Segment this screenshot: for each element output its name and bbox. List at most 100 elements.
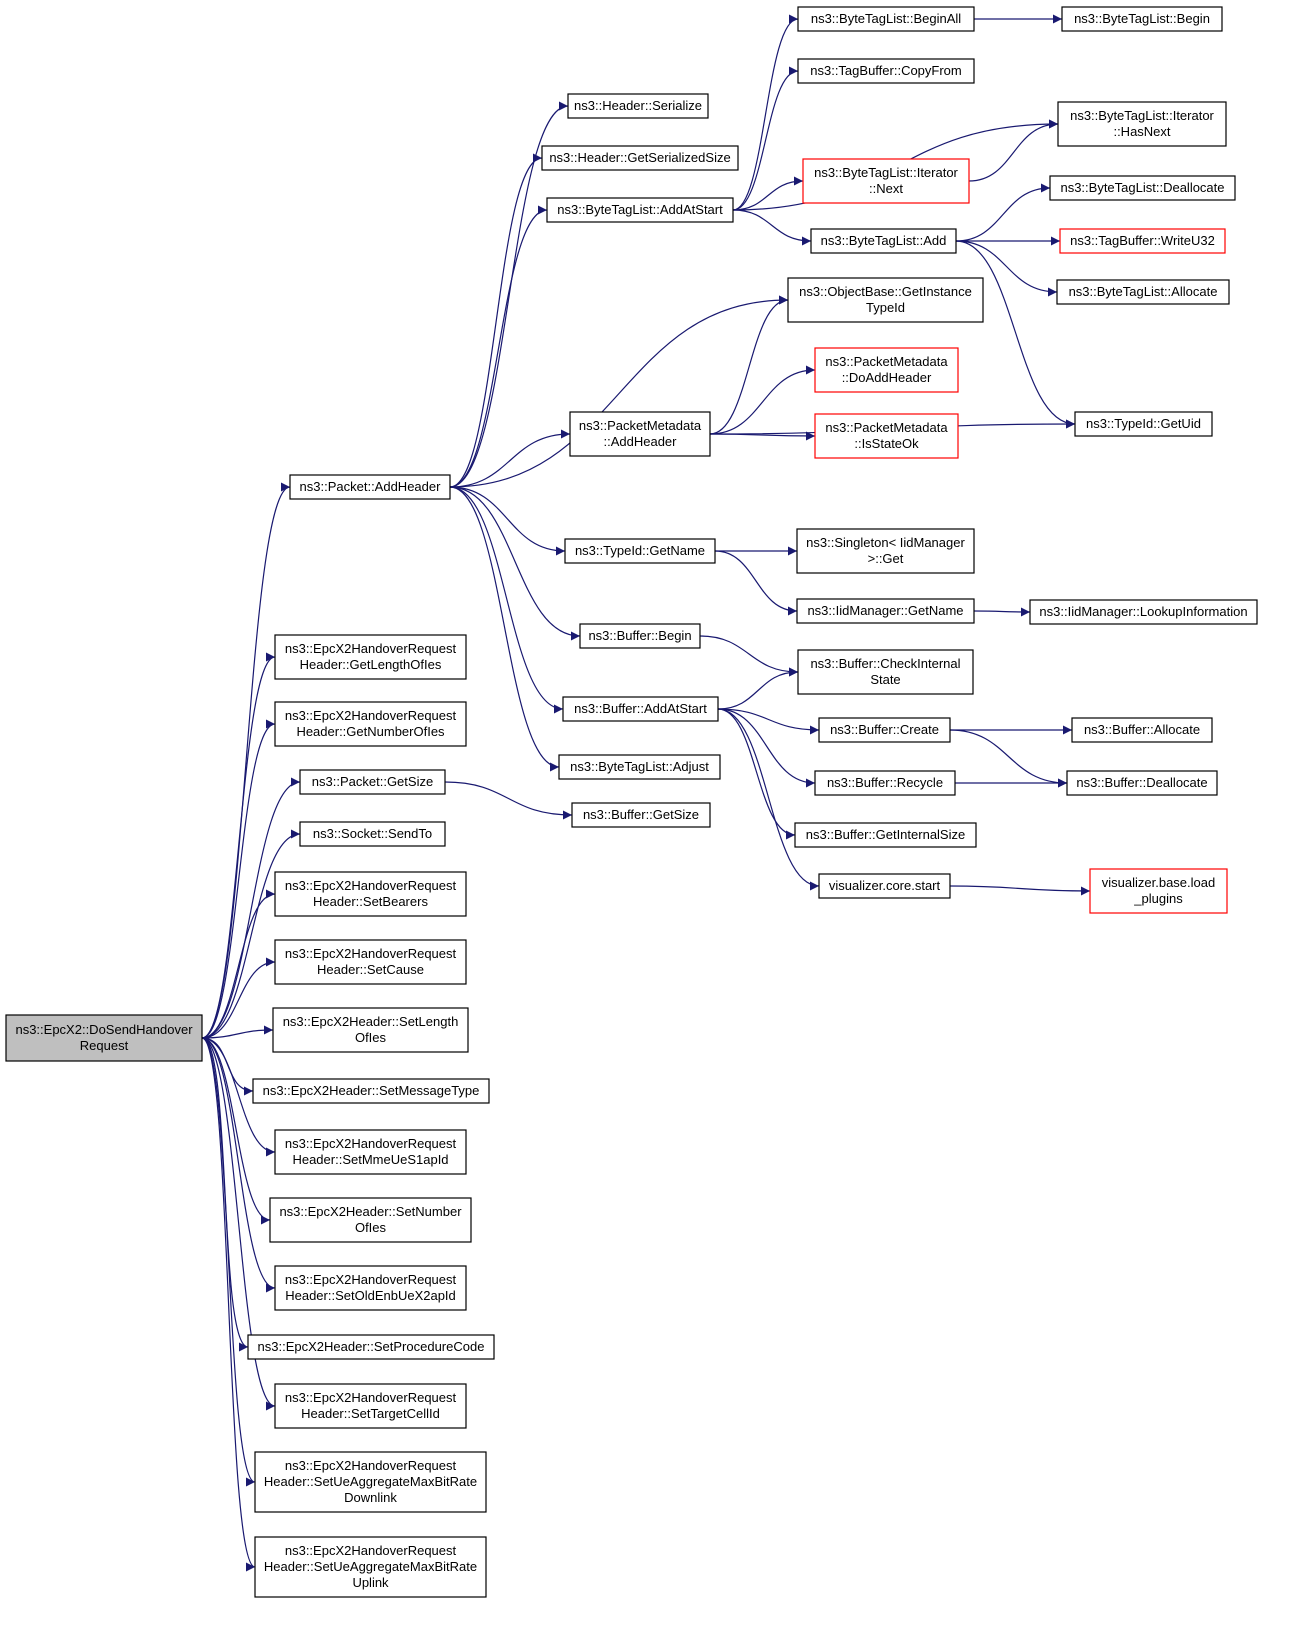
node-label: ns3::ObjectBase::GetInstance [799,284,972,299]
edge-btl_addatstart-to-btl_add [732,209,812,246]
edge-root-to-setlength [201,1025,274,1039]
node-buffer_getintsize[interactable]: ns3::Buffer::GetInternalSize [794,822,977,848]
node-iid_getname[interactable]: ns3::IidManager::GetName [796,598,975,624]
node-label: Header::GetLengthOfIes [300,657,442,672]
node-typeid_getuid[interactable]: ns3::TypeId::GetUid [1074,411,1213,437]
node-box [254,1536,487,1598]
node-header_serialize[interactable]: ns3::Header::Serialize [567,93,709,119]
node-label: Downlink [344,1490,397,1505]
node-btl_alloc[interactable]: ns3::ByteTagList::Allocate [1056,279,1230,305]
edge-btl_it_next-to-btl_it_hasnext [968,119,1059,182]
edge-root-to-gl_ofies [201,652,276,1039]
node-singleton_get[interactable]: ns3::Singleton< IidManager>::Get [796,528,975,574]
node-vis_start[interactable]: visualizer.core.start [818,873,951,899]
node-label: visualizer.core.start [829,878,941,893]
node-label: ns3::ByteTagList::Begin [1074,11,1210,26]
node-setmme[interactable]: ns3::EpcX2HandoverRequestHeader::SetMmeU… [274,1129,467,1175]
edge-root-to-setue_ul [201,1037,256,1572]
node-buffer_deallocate[interactable]: ns3::Buffer::Deallocate [1066,770,1218,796]
node-btl_it_next[interactable]: ns3::ByteTagList::Iterator::Next [802,158,970,204]
node-box [571,802,711,828]
node-pm_doaddheader[interactable]: ns3::PacketMetadata::DoAddHeader [814,347,959,393]
node-label: ns3::ByteTagList::Iterator [1070,108,1214,123]
node-setue_dl[interactable]: ns3::EpcX2HandoverRequestHeader::SetUeAg… [254,1451,487,1513]
node-typeid_getname[interactable]: ns3::TypeId::GetName [564,538,716,564]
edge-buffer_addatstart-to-buffer_recycle [717,708,816,788]
node-setcause[interactable]: ns3::EpcX2HandoverRequestHeader::SetCaus… [274,939,467,985]
node-btl_add[interactable]: ns3::ByteTagList::Add [810,228,957,254]
node-box [797,649,974,695]
node-box [1066,770,1218,796]
node-box [797,6,975,32]
node-label: OfIes [355,1030,387,1045]
edge-buffer_create-to-buffer_deallocate [949,729,1068,788]
node-label: ns3::EpcX2Header::SetNumber [279,1204,462,1219]
node-buffer_create[interactable]: ns3::Buffer::Create [818,717,951,743]
node-label: ns3::EpcX2HandoverRequest [285,1136,457,1151]
edges-layer [201,14,1091,1572]
node-box [247,1334,495,1360]
node-tb_writeu32[interactable]: ns3::TagBuffer::WriteU32 [1059,228,1226,254]
node-buffer_recycle[interactable]: ns3::Buffer::Recycle [814,770,956,796]
node-setbearers[interactable]: ns3::EpcX2HandoverRequestHeader::SetBear… [274,871,467,917]
node-box [274,1383,467,1429]
edge-root-to-gn_ofies [201,719,276,1039]
edge-root-to-socket_sendto [201,829,301,1039]
edge-packet_getsize-to-buffer_getsize [444,781,573,820]
node-setoldenb[interactable]: ns3::EpcX2HandoverRequestHeader::SetOldE… [274,1265,467,1311]
node-label: ns3::PacketMetadata [825,354,948,369]
edge-buffer_addatstart-to-buffer_getintsize [717,708,796,840]
node-btl_adjust[interactable]: ns3::ByteTagList::Adjust [558,754,721,780]
node-buffer_begin[interactable]: ns3::Buffer::Begin [579,623,701,649]
node-buffer_addatstart[interactable]: ns3::Buffer::AddAtStart [562,696,719,722]
node-setmsgtype[interactable]: ns3::EpcX2Header::SetMessageType [252,1078,490,1104]
node-btl_addatstart[interactable]: ns3::ByteTagList::AddAtStart [546,197,734,223]
node-packet_addheader[interactable]: ns3::Packet::AddHeader [289,474,451,500]
node-btl_it_hasnext[interactable]: ns3::ByteTagList::Iterator::HasNext [1057,101,1227,147]
node-btl_beginall[interactable]: ns3::ByteTagList::BeginAll [797,6,975,32]
node-gn_ofies[interactable]: ns3::EpcX2HandoverRequestHeader::GetNumb… [274,701,467,747]
node-settarget[interactable]: ns3::EpcX2HandoverRequestHeader::SetTarg… [274,1383,467,1429]
node-pm_addheader[interactable]: ns3::PacketMetadata::AddHeader [569,411,711,457]
node-label: ns3::EpcX2HandoverRequest [285,1390,457,1405]
node-label: ns3::ByteTagList::AddAtStart [557,202,723,217]
node-box [814,770,956,796]
node-setue_ul[interactable]: ns3::EpcX2HandoverRequestHeader::SetUeAg… [254,1536,487,1598]
node-box [796,598,975,624]
node-label: ns3::Buffer::Create [830,722,939,737]
edge-packet_addheader-to-typeid_getname [449,486,566,556]
node-box [269,1197,472,1243]
node-gl_ofies[interactable]: ns3::EpcX2HandoverRequestHeader::GetLeng… [274,634,467,680]
node-btl_begin[interactable]: ns3::ByteTagList::Begin [1061,6,1223,32]
node-btl_dealloc[interactable]: ns3::ByteTagList::Deallocate [1049,175,1236,201]
edge-root-to-setnumber [201,1037,271,1225]
node-label: ::AddHeader [604,434,678,449]
node-buffer_allocate[interactable]: ns3::Buffer::Allocate [1071,717,1213,743]
node-tb_copyfrom[interactable]: ns3::TagBuffer::CopyFrom [797,58,975,84]
node-iid_lookup[interactable]: ns3::IidManager::LookupInformation [1029,599,1258,625]
node-label: ::IsStateOk [854,436,919,451]
node-vis_load[interactable]: visualizer.base.load_plugins [1089,868,1228,914]
node-pm_isstateok[interactable]: ns3::PacketMetadata::IsStateOk [814,413,959,459]
node-header_getser[interactable]: ns3::Header::GetSerializedSize [541,145,739,171]
edge-btl_add-to-btl_alloc [955,240,1058,297]
node-label: ns3::PacketMetadata [825,420,948,435]
node-box [1056,279,1230,305]
node-setproc[interactable]: ns3::EpcX2Header::SetProcedureCode [247,1334,495,1360]
node-buffer_getsize[interactable]: ns3::Buffer::GetSize [571,802,711,828]
node-box [252,1078,490,1104]
node-label: ns3::Buffer::GetInternalSize [806,827,965,842]
node-label: ns3::ByteTagList::BeginAll [811,11,961,26]
edge-packet_addheader-to-header_serialize [449,101,569,488]
node-socket_sendto[interactable]: ns3::Socket::SendTo [299,821,446,847]
edge-btl_addatstart-to-tb_copyfrom [732,66,799,211]
edge-buffer_addatstart-to-vis_start [717,708,820,891]
node-box [1074,411,1213,437]
edge-packet_addheader-to-btl_addatstart [449,205,548,488]
node-packet_getsize[interactable]: ns3::Packet::GetSize [299,769,446,795]
